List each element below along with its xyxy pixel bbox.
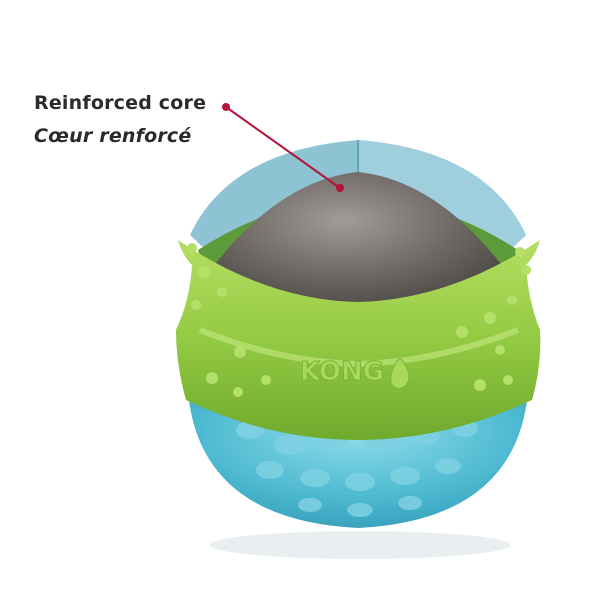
callout-leader-line [225,106,341,189]
ball-shadow [210,531,510,559]
band-waist-highlight [198,327,520,368]
lime-green-band [176,240,541,440]
callout-label-french: Cœur renforcé [34,125,192,147]
kong-brand-mark: KONG [300,357,384,387]
outer-shell-cap-shade [358,140,526,250]
band-texture-bumps [187,243,531,397]
callout-label-english: Reinforced core [34,92,207,114]
reinforced-core [212,172,504,312]
callout-target-dot [336,184,344,192]
kong-logo-drop-icon [390,357,410,389]
